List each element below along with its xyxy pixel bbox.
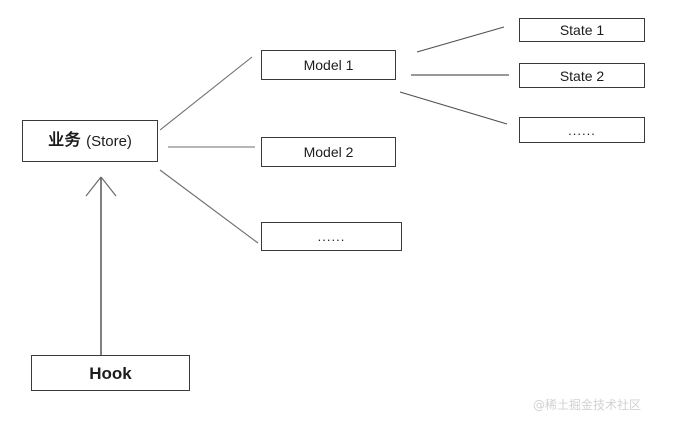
node-hook-label: Hook [89,363,132,383]
node-store[interactable]: 业务 (Store) [22,120,158,162]
edge-store-to-model-more [159,169,259,244]
node-state-2[interactable]: State 2 [519,63,645,88]
node-model-more-label: ...... [317,229,346,244]
edge-model-1-to-state-more [399,91,508,125]
node-state-2-label: State 2 [559,67,605,84]
node-hook[interactable]: Hook [31,355,190,391]
node-model-1-label: Model 1 [303,57,354,73]
node-store-latin-label: (Store) [86,132,132,150]
node-state-more[interactable]: ...... [519,117,645,143]
node-model-1[interactable]: Model 1 [261,50,396,80]
edge-store-to-model-1 [159,56,253,131]
node-model-more[interactable]: ...... [261,222,402,251]
node-model-2-label: Model 2 [303,144,354,160]
node-state-1[interactable]: State 1 [519,18,645,42]
node-model-2[interactable]: Model 2 [261,137,396,167]
watermark-text: @稀土掘金技术社区 [533,398,642,412]
node-store-cjk-label: 业务 [48,132,82,149]
edge-hook-to-store [85,176,117,355]
edge-model-1-to-state-1 [416,26,505,53]
node-state-1-label: State 1 [559,22,605,38]
node-state-more-label: ...... [568,122,596,138]
